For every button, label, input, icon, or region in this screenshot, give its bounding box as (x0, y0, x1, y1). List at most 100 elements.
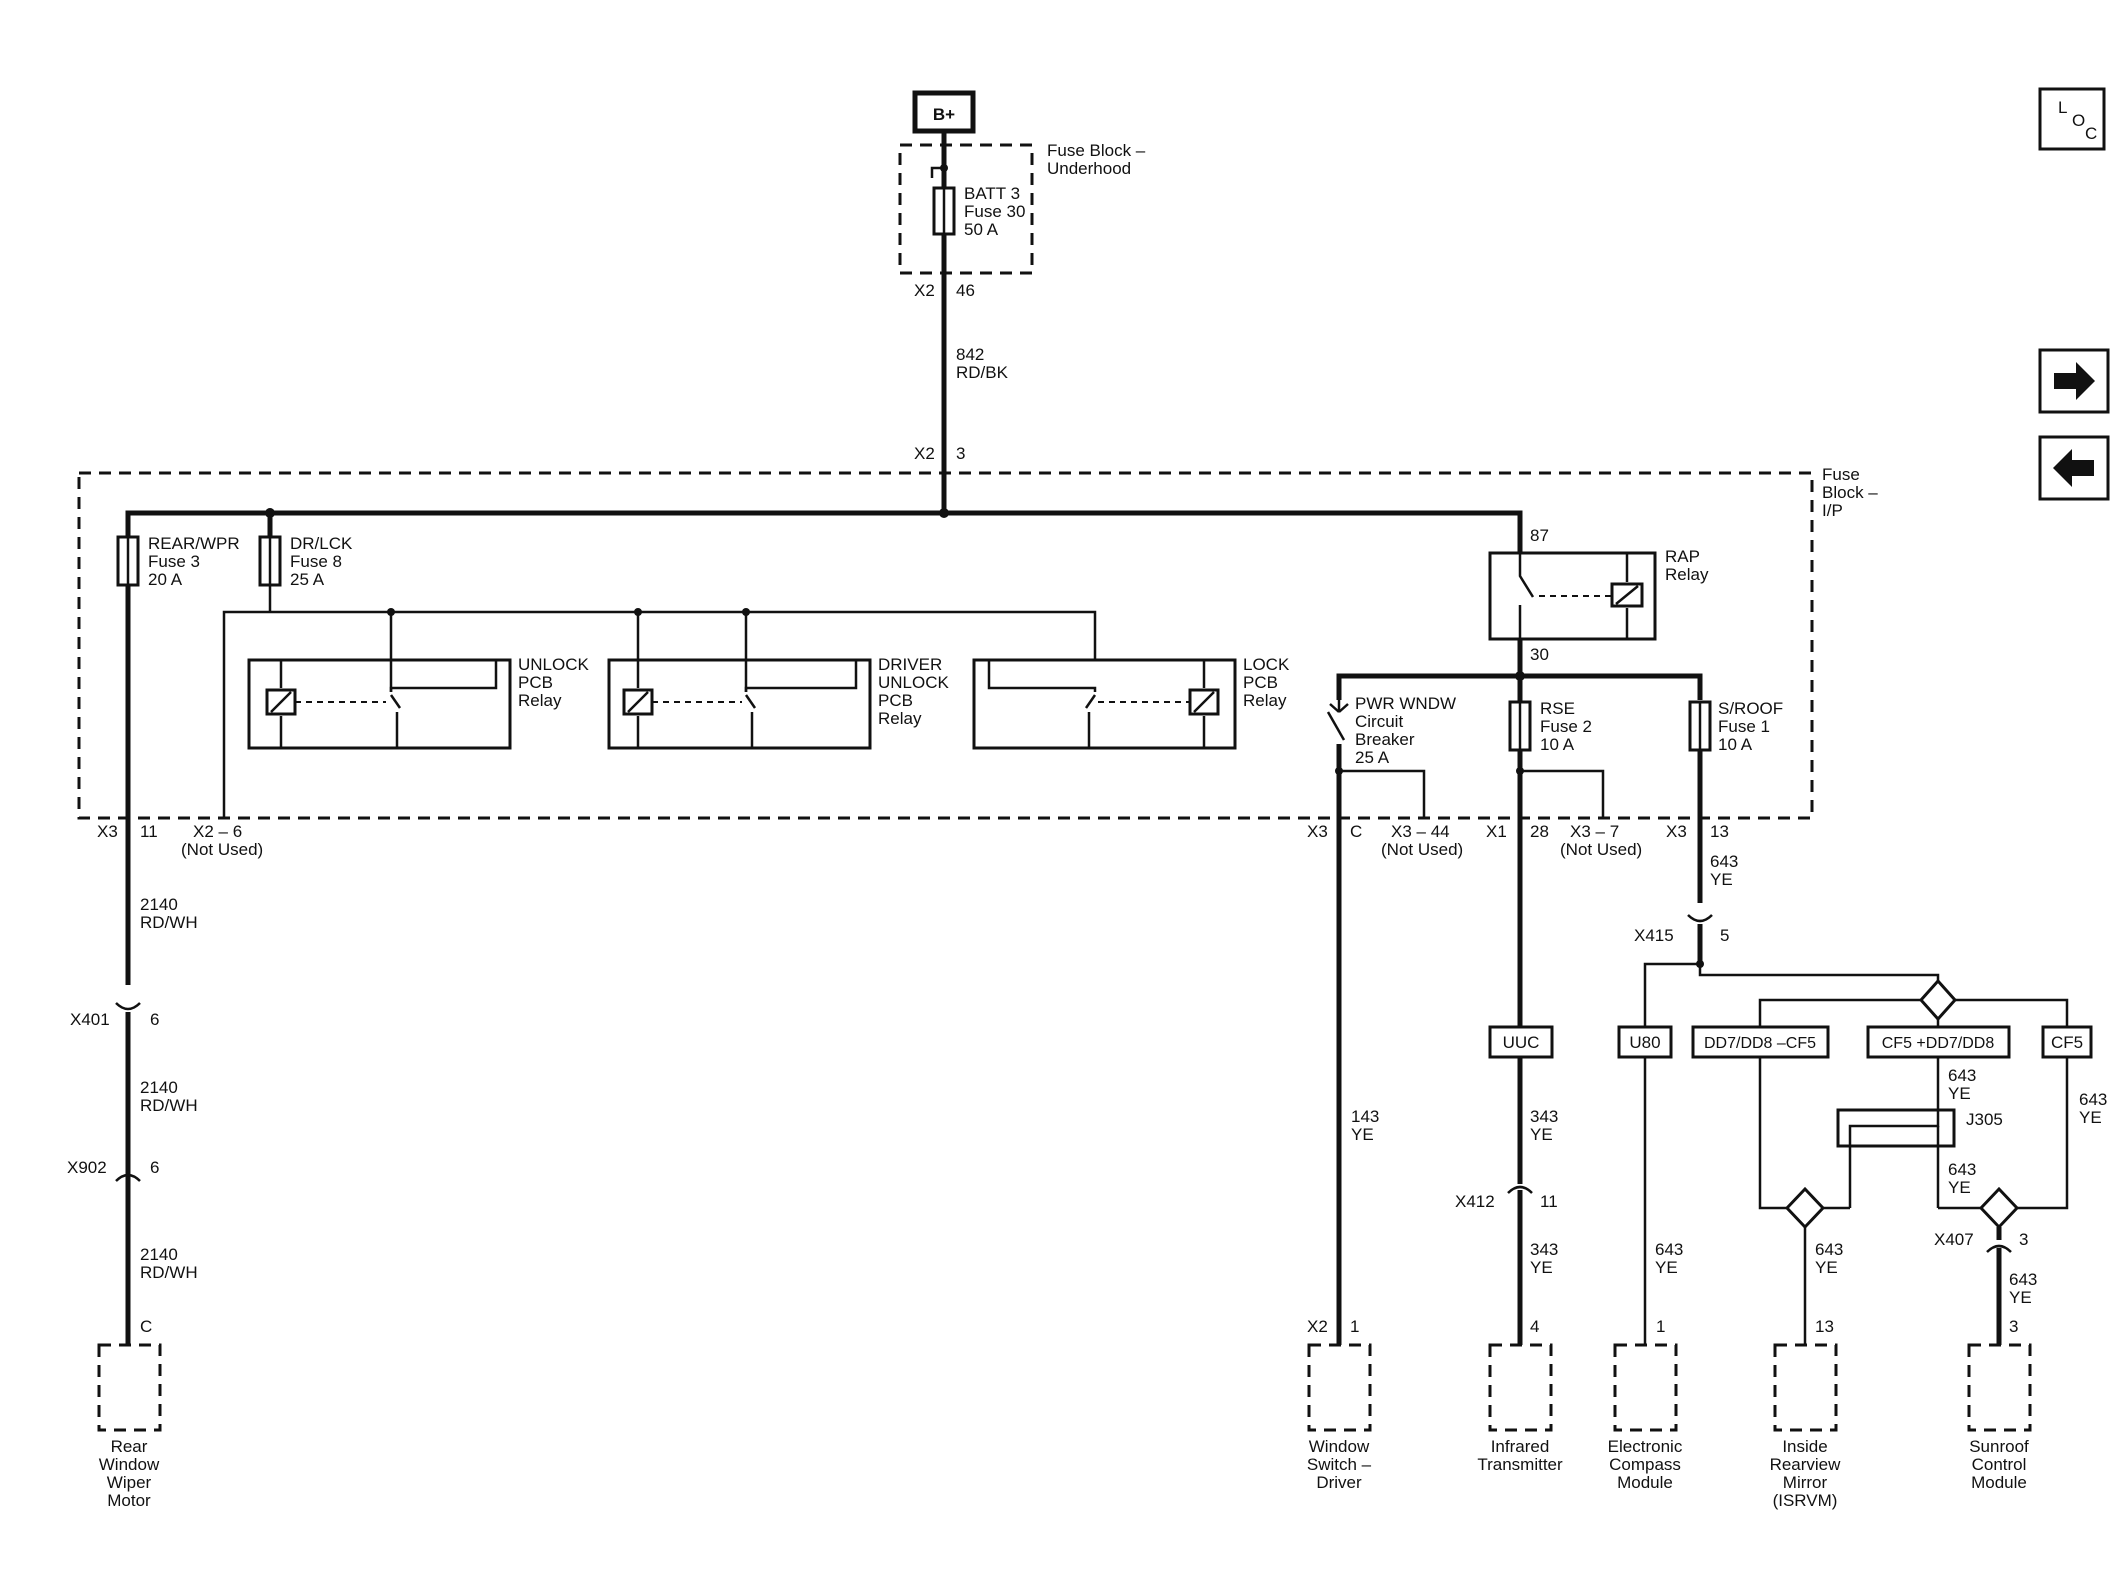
unlock-relay-label-3: Relay (518, 691, 562, 710)
inside-rearview-mirror (1773, 1343, 1838, 1432)
fuse-block-underhood-label-1: Fuse Block – (1047, 141, 1146, 160)
wire-643-opt-a-color: YE (1948, 1084, 1971, 1103)
wire-643-opt-a-number: 643 (1948, 1066, 1976, 1085)
wire-643-cf5-color: YE (2079, 1108, 2102, 1127)
infrared-label-2: Transmitter (1477, 1455, 1563, 1474)
wire-643-cf5-number: 643 (2079, 1090, 2107, 1109)
wire-143-color: YE (1351, 1125, 1374, 1144)
wire-343-a-color: YE (1530, 1125, 1553, 1144)
wire-343-b-number: 343 (1530, 1240, 1558, 1259)
arrow-left-icon (2053, 449, 2094, 487)
loc-letter-c: C (2085, 124, 2097, 143)
compass-label-2: Compass (1609, 1455, 1681, 1474)
underhood-pin: 46 (956, 281, 975, 300)
rear-wiper-label-4: Motor (107, 1491, 151, 1510)
rse-fuse-rating: 10 A (1540, 735, 1575, 754)
next-page-button[interactable] (2038, 348, 2110, 414)
conn-x3-c-connector: X3 (1307, 822, 1328, 841)
rap-relay (1488, 551, 1657, 641)
x415-pin: 5 (1720, 926, 1729, 945)
rear-wiper-label-1: Rear (111, 1437, 148, 1456)
sunroof-pin: 3 (2009, 1317, 2018, 1336)
dr-lck-fuse-number: Fuse 8 (290, 552, 342, 571)
x401-connector: X401 (70, 1010, 110, 1029)
fuse-block-ip-label-2: Block – (1822, 483, 1878, 502)
compass-pin: 1 (1656, 1317, 1665, 1336)
driver-unlock-relay-label-3: PCB (878, 691, 913, 710)
unlock-relay-label-1: UNLOCK (518, 655, 590, 674)
j305-label: J305 (1966, 1110, 2003, 1129)
infrared-pin: 4 (1530, 1317, 1539, 1336)
pwr-wndw-breaker-label-1: PWR WNDW (1355, 694, 1456, 713)
x412-pin: 11 (1540, 1192, 1558, 1211)
wire-643-opt-b-number: 643 (1948, 1160, 1976, 1179)
mirror-label-3: Mirror (1783, 1473, 1828, 1492)
option-u80 (1617, 1025, 1673, 1059)
option-dd7-dd8-minus-cf5-label: DD7/DD8 –CF5 (1704, 1035, 1816, 1052)
conn-x3-7-label: X3 – 7 (1570, 822, 1619, 841)
rear-window-wiper-motor (97, 1343, 162, 1432)
rear-wiper-pin: C (140, 1317, 152, 1336)
wire-643-opt-b-color: YE (1948, 1178, 1971, 1197)
wire-842-number: 842 (956, 345, 984, 364)
conn-x2-6-note: (Not Used) (181, 840, 263, 859)
sunroof-label-3: Module (1971, 1473, 2027, 1492)
infrared-transmitter (1488, 1343, 1553, 1432)
sunroof-label-2: Control (1972, 1455, 2027, 1474)
option-split-diamond-sunroof (1978, 1186, 2020, 1230)
loc-letter-o: O (2072, 111, 2085, 130)
x902-pin: 6 (150, 1158, 159, 1177)
window-switch-connector: X2 (1307, 1317, 1328, 1336)
dr-lck-fuse-rating: 25 A (290, 570, 325, 589)
rear-wpr-fuse-name: REAR/WPR (148, 534, 240, 553)
wire-343-b-color: YE (1530, 1258, 1553, 1277)
electronic-compass-module (1613, 1343, 1678, 1432)
pwr-wndw-breaker-label-3: Breaker (1355, 730, 1415, 749)
fuse-block-ip (77, 471, 1814, 820)
underhood-connector: X2 (914, 281, 935, 300)
mirror-label-4: (ISRVM) (1773, 1491, 1838, 1510)
wire-2140-b-color: RD/WH (140, 1096, 198, 1115)
rear-wiper-label-2: Window (99, 1455, 160, 1474)
wire-343-a-number: 343 (1530, 1107, 1558, 1126)
x407-pin: 3 (2019, 1230, 2028, 1249)
fuse-block-ip-label-3: I/P (1822, 501, 1843, 520)
wire-2140-a-color: RD/WH (140, 913, 198, 932)
option-cf5-label: CF5 (2051, 1033, 2083, 1052)
rap-relay-pin-30: 30 (1530, 645, 1549, 664)
battery-label: B+ (933, 105, 955, 124)
wire-2140-c-color: RD/WH (140, 1263, 198, 1282)
option-dd7-dd8-minus-cf5 (1691, 1025, 1830, 1059)
conn-x3-13-pin: 13 (1710, 822, 1729, 841)
sunroof-control-module (1967, 1343, 2032, 1432)
window-switch-driver (1307, 1343, 1372, 1432)
window-switch-label-2: Switch – (1307, 1455, 1372, 1474)
wire-643-mirror-number: 643 (1815, 1240, 1843, 1259)
rse-fuse-name: RSE (1540, 699, 1575, 718)
lock-relay-label-1: LOCK (1243, 655, 1290, 674)
unlock-relay-label-2: PCB (518, 673, 553, 692)
wire-842-color: RD/BK (956, 363, 1009, 382)
wire-643-sunroof-color: YE (2009, 1288, 2032, 1307)
ip-input-connector: X2 (914, 444, 935, 463)
rear-wiper-label-3: Wiper (107, 1473, 152, 1492)
previous-page-button[interactable] (2038, 435, 2110, 501)
batt3-fuse-rating: 50 A (964, 220, 999, 239)
conn-x3-13-connector: X3 (1666, 822, 1687, 841)
loc-button[interactable]: L O C (2038, 87, 2106, 151)
wire-643-sunroof-number: 643 (2009, 1270, 2037, 1289)
x415-connector: X415 (1634, 926, 1674, 945)
rap-relay-label-1: RAP (1665, 547, 1700, 566)
rse-fuse-number: Fuse 2 (1540, 717, 1592, 736)
window-switch-label-1: Window (1309, 1437, 1370, 1456)
wire-143-number: 143 (1351, 1107, 1379, 1126)
window-switch-pin: 1 (1350, 1317, 1359, 1336)
driver-unlock-relay-label-1: DRIVER (878, 655, 942, 674)
pwr-wndw-breaker-label-2: Circuit (1355, 712, 1403, 731)
rap-relay-pin-87: 87 (1530, 526, 1549, 545)
sroof-fuse-name: S/ROOF (1718, 699, 1783, 718)
mirror-pin: 13 (1815, 1317, 1834, 1336)
wire-2140-c-number: 2140 (140, 1245, 178, 1264)
wire-643-u80-number: 643 (1655, 1240, 1683, 1259)
